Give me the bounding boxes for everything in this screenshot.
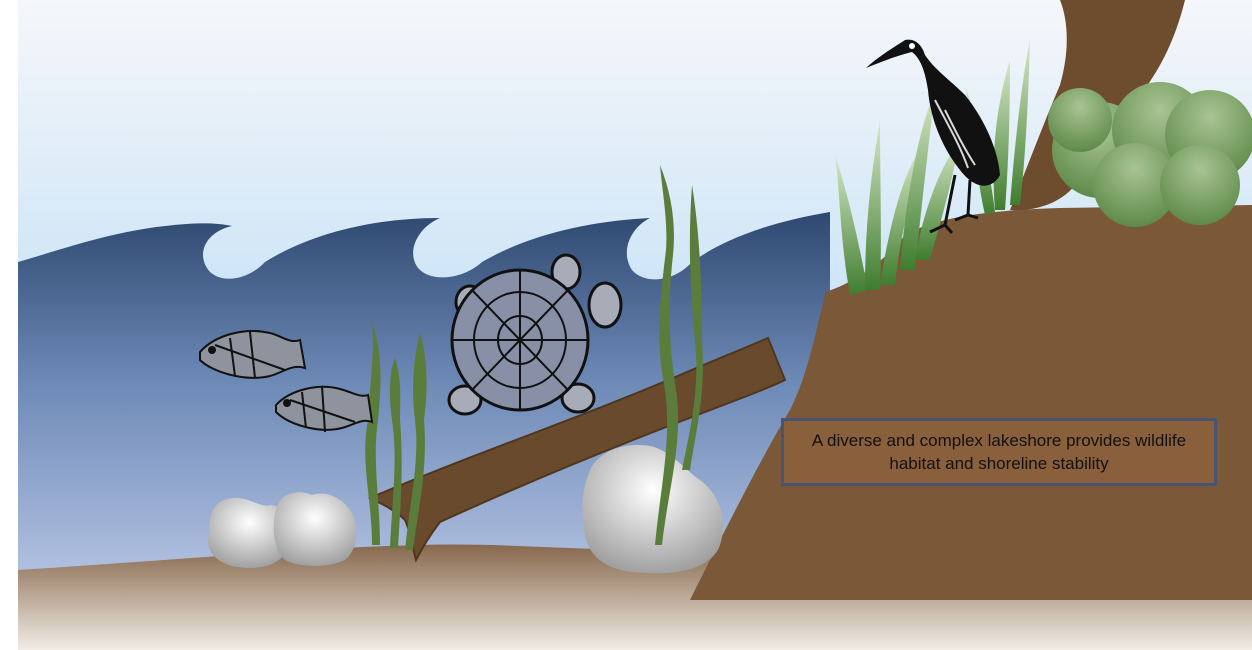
rock xyxy=(274,492,357,566)
caption-box: A diverse and complex lakeshore provides… xyxy=(781,418,1217,486)
caption-text: A diverse and complex lakeshore provides… xyxy=(794,429,1204,475)
